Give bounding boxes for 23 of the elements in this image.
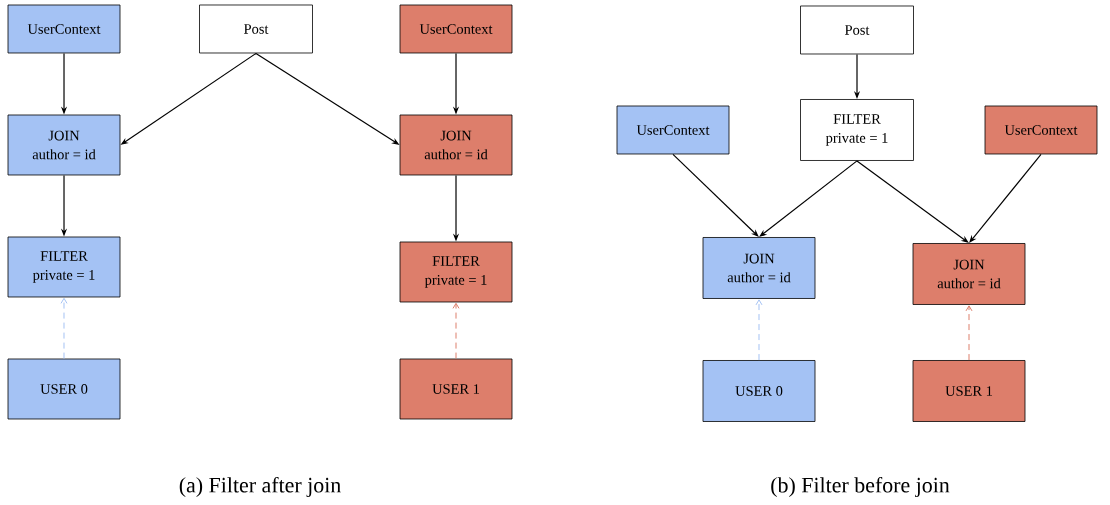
process-box: USER 1 <box>399 358 513 420</box>
figure-caption: (b) Filter before join <box>771 476 950 498</box>
arrow <box>452 302 460 360</box>
process-box: JOIN author = id <box>7 114 121 176</box>
arrow <box>755 299 763 361</box>
process-box: Post <box>800 5 914 55</box>
figure-caption: (a) Filter after join <box>179 476 341 498</box>
arrow <box>60 297 68 360</box>
process-box: FILTER private = 1 <box>800 99 914 161</box>
process-box: USER 1 <box>912 360 1026 422</box>
process-box: USER 0 <box>7 358 121 420</box>
process-box: USER 0 <box>702 360 816 422</box>
process-box: JOIN author = id <box>399 114 513 176</box>
process-box: Post <box>199 4 313 54</box>
arrow <box>965 305 973 361</box>
process-box: FILTER private = 1 <box>399 241 513 303</box>
process-box: UserContext <box>984 105 1098 155</box>
process-box: JOIN author = id <box>912 243 1026 305</box>
process-box: JOIN author = id <box>702 237 816 299</box>
process-box: UserContext <box>616 105 730 155</box>
process-box: UserContext <box>7 4 121 54</box>
process-box: FILTER private = 1 <box>7 236 121 298</box>
process-box: UserContext <box>399 4 513 54</box>
